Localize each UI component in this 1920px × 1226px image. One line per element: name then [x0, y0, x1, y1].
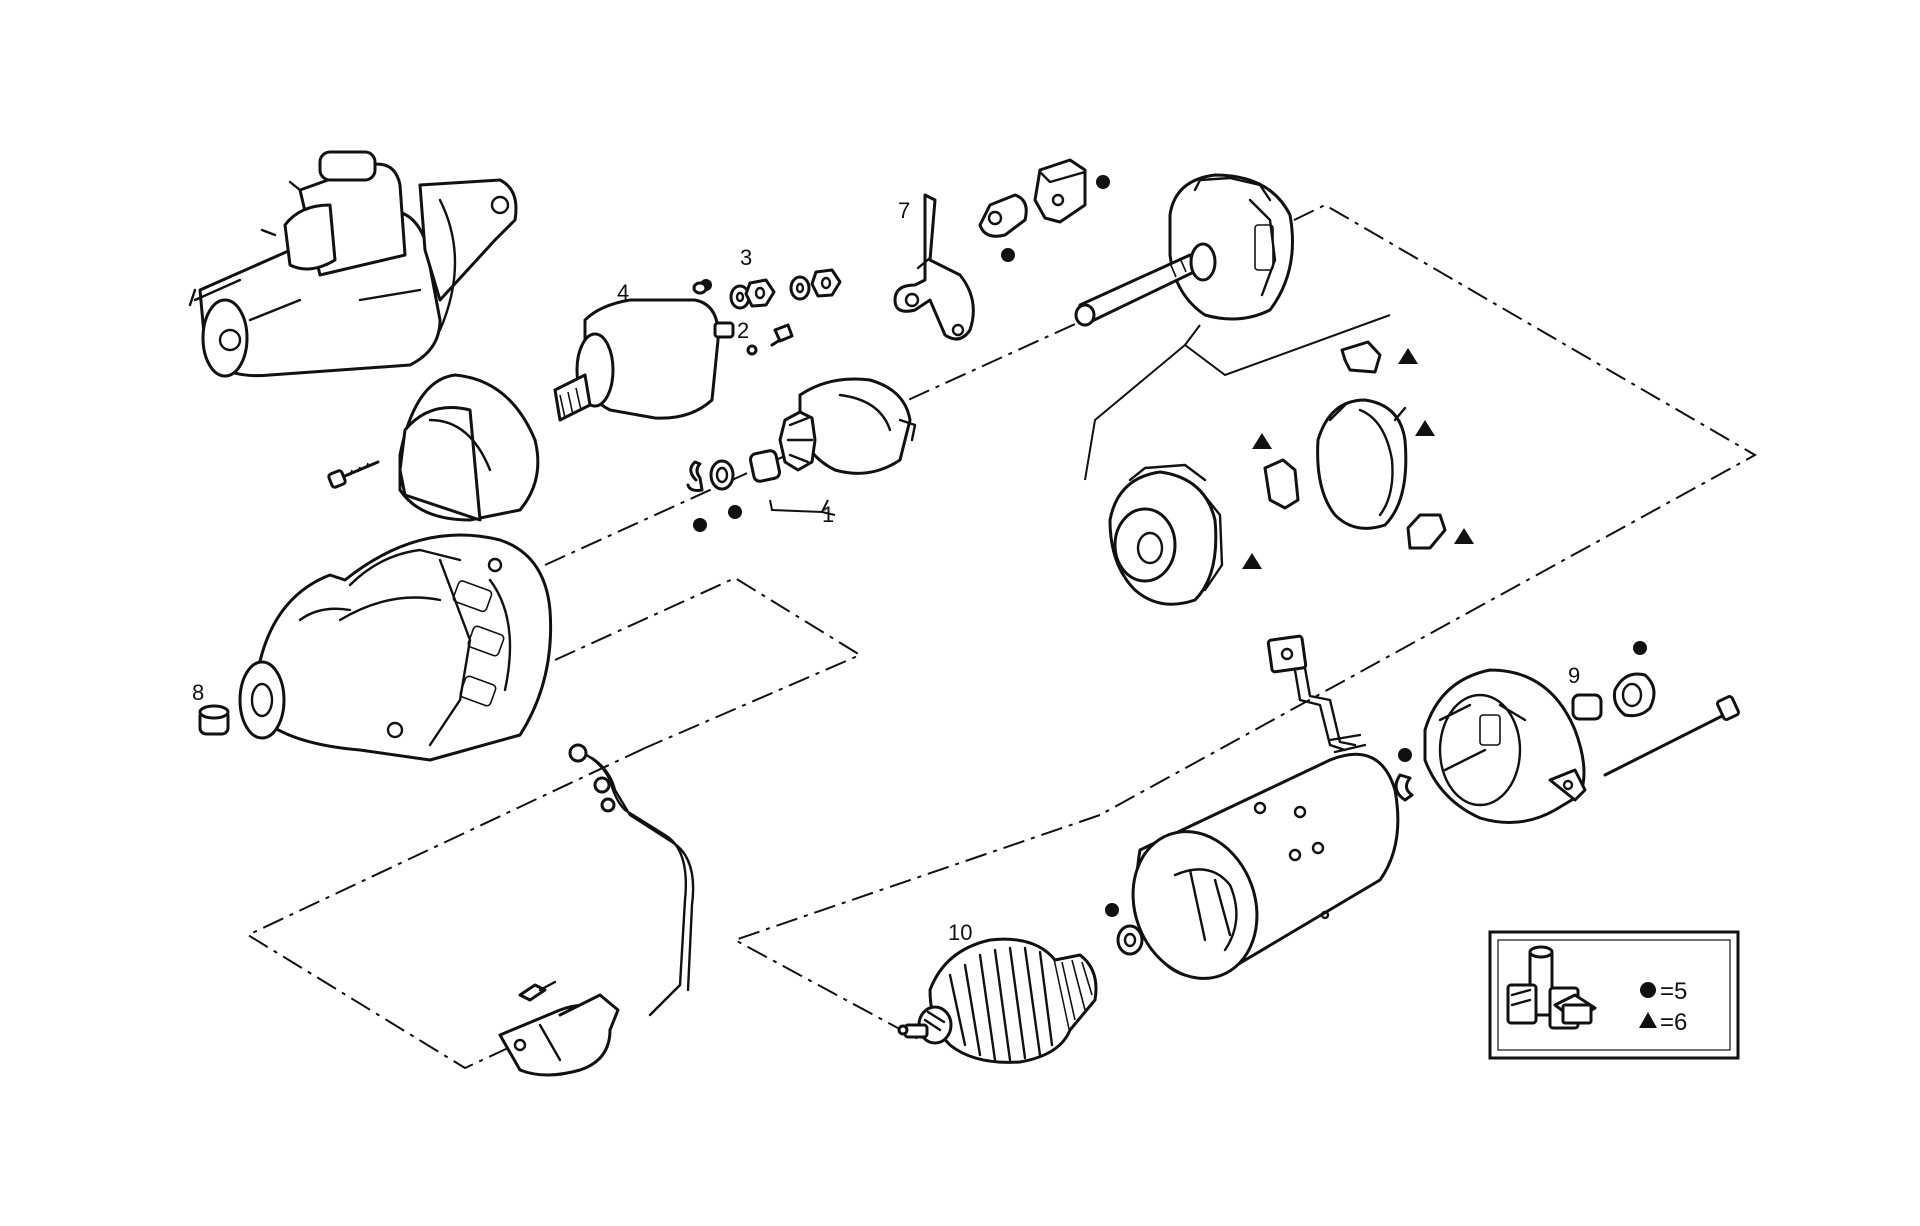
legend-dot-icon [1640, 982, 1656, 998]
repair-kit-icon [1506, 945, 1597, 1030]
shift-lever-part-7: 7 [893, 158, 1110, 341]
starter-motor-assembly [188, 150, 518, 378]
legend-triangle-icon [1639, 1012, 1657, 1028]
mounting-bolt [327, 460, 380, 489]
nuts-and-washers-parts-2-3: 3 2 [692, 245, 842, 356]
armature-washer [1105, 903, 1144, 956]
bushing-part-9: 9 [1568, 641, 1656, 721]
wiring-harness [498, 743, 695, 1077]
callout-7: 7 [898, 198, 910, 223]
armature-part-10: 10 [897, 920, 1098, 1064]
legend-box: =5 =6 [1488, 930, 1740, 1060]
legend-dot-label: =5 [1660, 978, 1687, 1005]
callout-9: 9 [1568, 663, 1580, 688]
commutator-end-cover [1423, 668, 1587, 824]
callout-10: 10 [948, 920, 972, 945]
planetary-carrier-shaft [1074, 173, 1294, 327]
retaining-clip [1394, 748, 1414, 802]
callout-1: 1 [822, 502, 834, 527]
callout-8: 8 [192, 680, 204, 705]
callout-4: 4 [617, 280, 629, 305]
motor-yoke-housing [1131, 752, 1400, 980]
callout-2: 2 [737, 318, 749, 343]
legend-triangle-label: =6 [1660, 1009, 1687, 1036]
drive-pinion-part-1: 1 [686, 377, 917, 532]
terminal-bracket [1266, 634, 1367, 754]
drive-end-housing [238, 373, 553, 762]
solenoid-switch-part-4: 4 [553, 280, 735, 422]
bushing-part-8: 8 [192, 680, 230, 736]
through-bolt [1603, 695, 1740, 777]
planetary-gear-set [1108, 340, 1474, 606]
callout-3: 3 [740, 245, 752, 270]
